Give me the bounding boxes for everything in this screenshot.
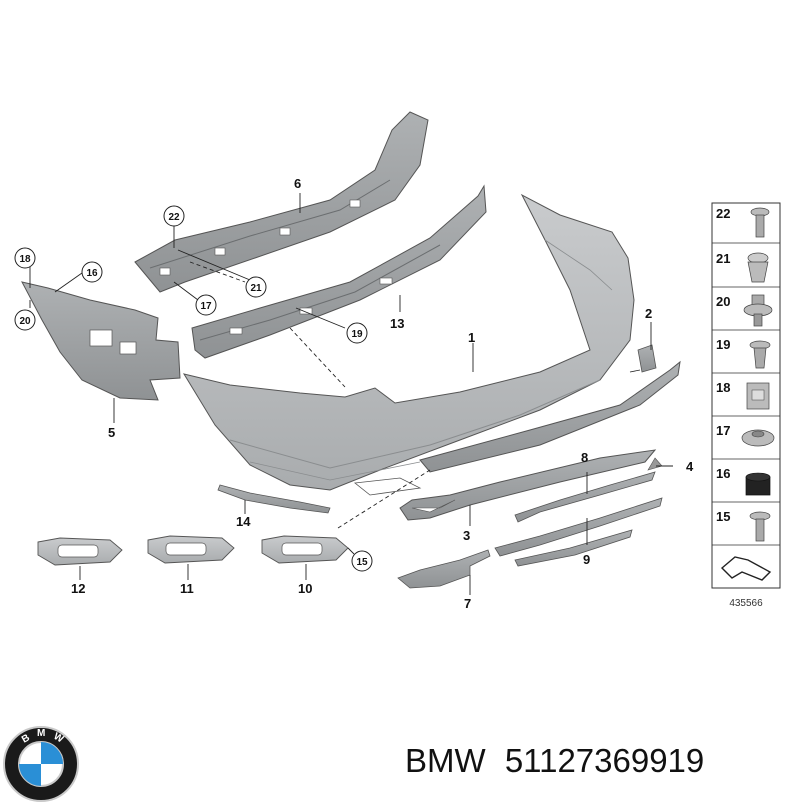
- label-10: 10: [298, 581, 312, 596]
- panel-label-18: 18: [716, 380, 730, 395]
- circle-20: 20: [19, 316, 31, 327]
- circled-labels: 22 21 17 18 16 20 19 15: [14, 205, 373, 572]
- label-6: 6: [294, 176, 301, 191]
- part-13-absorber: [191, 184, 487, 359]
- part-2-cap: [629, 344, 657, 373]
- part-5-side-bracket: [21, 281, 181, 401]
- label-7: 7: [464, 596, 471, 611]
- circle-17: 17: [200, 301, 212, 312]
- direction-arrow-icon: [720, 556, 772, 581]
- part-7-trim: [397, 549, 491, 589]
- part-1-bumper-cover: [182, 193, 635, 496]
- part-8-strip: [514, 471, 656, 523]
- part-number-labels: 6 1 2 4 5 13 8 9 7 3 14 12 11 10: [71, 176, 694, 611]
- circle-22: 22: [168, 212, 180, 223]
- label-12: 12: [71, 581, 85, 596]
- circle-21: 21: [250, 283, 262, 294]
- leader-lines: [29, 193, 673, 595]
- label-2: 2: [645, 306, 652, 321]
- brand-part-number: BMW 51127369919: [405, 742, 704, 780]
- screw-15-icon: [749, 511, 771, 542]
- label-14: 14: [236, 514, 251, 529]
- label-4: 4: [686, 459, 694, 474]
- label-11: 11: [180, 581, 194, 596]
- part-6-carrier: [134, 111, 429, 293]
- label-8: 8: [581, 450, 588, 465]
- label-1: 1: [468, 330, 475, 345]
- circle-19: 19: [351, 329, 363, 340]
- circle-15: 15: [356, 557, 368, 568]
- bmw-logo: B M W: [3, 726, 79, 802]
- brand-name: BMW: [405, 742, 486, 779]
- part-number: 51127369919: [504, 742, 705, 779]
- panel-label-20: 20: [716, 294, 730, 309]
- svg-text:M: M: [37, 728, 45, 739]
- label-9: 9: [583, 552, 590, 567]
- label-13: 13: [390, 316, 404, 331]
- label-5: 5: [108, 425, 115, 440]
- part-11-exhaust-tip: [147, 535, 235, 564]
- panel-label-22: 22: [716, 206, 730, 221]
- part-14-strip: [217, 484, 331, 514]
- nut-20-icon: [743, 294, 773, 327]
- panel-label-17: 17: [716, 423, 730, 438]
- svg-text:B: B: [20, 732, 32, 745]
- clip-21-icon: [747, 252, 769, 283]
- part-12-exhaust-tip: [37, 537, 123, 566]
- screw-22-icon: [750, 207, 770, 238]
- panel-label-15: 15: [716, 509, 730, 524]
- label-3: 3: [463, 528, 470, 543]
- clip-18-icon: [746, 382, 770, 410]
- pad-16-icon: [745, 472, 771, 496]
- panel-label-16: 16: [716, 466, 730, 481]
- nut-17-icon: [741, 429, 775, 447]
- circle-18: 18: [19, 254, 31, 265]
- part-3-diffuser-trim: [399, 449, 657, 521]
- fastener-panel: 22 21 20 19 18 17 16 15: [711, 202, 781, 609]
- panel-label-21: 21: [716, 251, 730, 266]
- circle-16: 16: [86, 268, 98, 279]
- panel-label-19: 19: [716, 337, 730, 352]
- part-9-strip: [494, 497, 663, 567]
- part-4-trim: [419, 360, 681, 473]
- reference-code: 435566: [729, 598, 763, 609]
- part-10-exhaust-tip: [261, 535, 349, 564]
- rivet-19-icon: [749, 340, 771, 369]
